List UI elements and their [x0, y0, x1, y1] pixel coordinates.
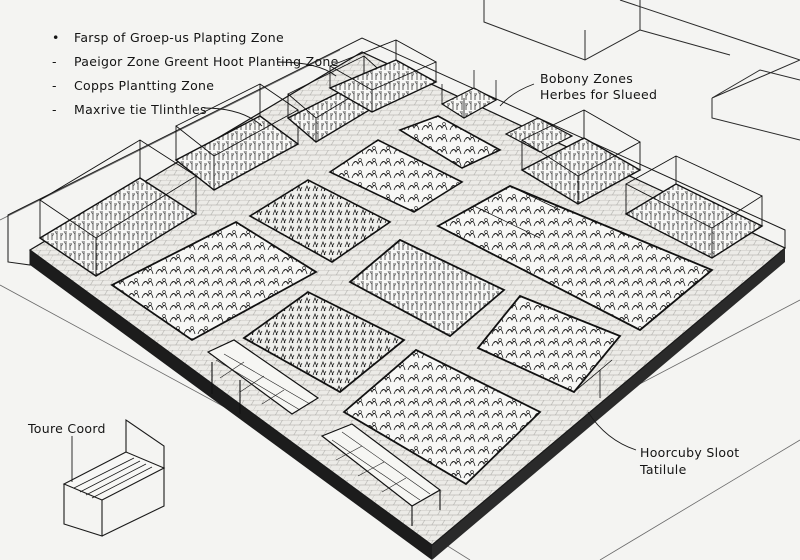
trellis-bed-right-3 — [624, 155, 764, 259]
trellis-bed-right-1 — [504, 117, 574, 153]
legend-bullet: - — [52, 78, 57, 93]
raised-bed-front-left — [110, 220, 318, 342]
herb-bed-small — [440, 70, 498, 119]
raised-bed-mid-3 — [248, 179, 392, 263]
legend-item: • Farsp of Groep-us Plapting Zone — [52, 30, 284, 54]
raised-bed-mid-2 — [328, 139, 464, 213]
raised-bed-mid-1 — [398, 115, 502, 169]
tool-cart-sketch — [62, 418, 166, 537]
legend-item: - Paeigor Zone Greent Hoot Planting Zone — [52, 54, 338, 78]
tool-coord-callout: Toure Coord — [28, 421, 106, 436]
perimeter-wall — [7, 37, 786, 266]
platform-base — [30, 248, 785, 560]
corner-callout-line2: Tatilule — [640, 462, 687, 477]
corner-callout-line1: Hoorcuby Sloot — [640, 445, 740, 460]
raised-bed-center — [348, 238, 506, 338]
trellis-bed-back-4 — [328, 39, 438, 113]
trellis-bed-back-left — [38, 139, 198, 277]
raised-bed-front-center — [342, 348, 542, 486]
zone-legend: • Farsp of Groep-us Plapting Zone - Paei… — [52, 30, 338, 126]
herb-zone-callout-line1: Bobony Zones — [540, 71, 634, 86]
trellis-bed-right-2 — [520, 109, 642, 205]
raised-bed-large-right — [436, 185, 714, 332]
legend-bullet: - — [52, 54, 57, 69]
seedling-tray-left — [206, 339, 320, 415]
legend-bullet: - — [52, 102, 57, 117]
legend-item: - Copps Plantting Zone — [52, 78, 214, 102]
seedling-tray-front — [320, 423, 442, 526]
legend-bullet: • — [52, 30, 60, 45]
legend-item: - Maxrive tie Tlinthles — [52, 102, 207, 126]
leader-lines — [71, 61, 637, 482]
legend-label: Maxrive tie Tlinthles — [74, 102, 207, 117]
raised-bed-lower-left — [242, 290, 406, 394]
background-buildings — [483, 0, 800, 141]
herb-zone-callout-line2: Herbes for Slueed — [540, 87, 658, 102]
legend-label: Copps Plantting Zone — [74, 78, 215, 93]
legend-label: Paeigor Zone Greent Hoot Planting Zone — [74, 54, 339, 69]
raised-bed-lower-right — [476, 294, 622, 398]
legend-label: Farsp of Groep-us Plapting Zone — [74, 30, 284, 45]
